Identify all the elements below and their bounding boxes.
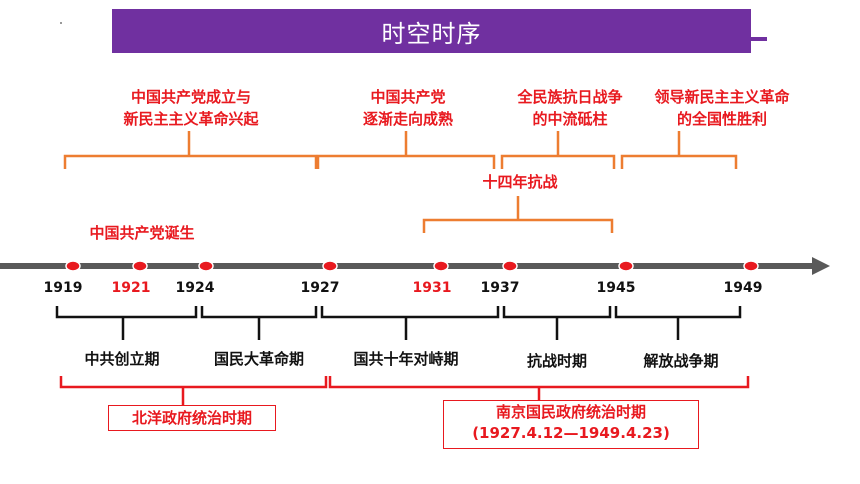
- year-1919: 1919: [43, 280, 83, 296]
- stage-brace-3: [500, 131, 616, 169]
- corner-dot: [60, 22, 62, 24]
- stage-braces: [63, 131, 738, 233]
- war-brace: [422, 196, 614, 233]
- time-axis: [0, 257, 830, 275]
- period-label-4: 抗战时期: [526, 352, 587, 370]
- stage-label-1: 中国共产党成立与 新民主主义革命兴起: [123, 88, 259, 128]
- year-1927: 1927: [300, 280, 340, 296]
- period-brace-2: [200, 306, 318, 340]
- stage-brace-1: [63, 131, 318, 169]
- dot-1927: [322, 260, 338, 272]
- stage-label-2: 中国共产党 逐渐走向成熟: [362, 88, 453, 128]
- government-braces: [59, 376, 750, 405]
- year-1931: 1931: [412, 280, 452, 296]
- government-box-nanjing: 南京国民政府统治时期 (1927.4.12—1949.4.23): [443, 400, 699, 449]
- period-braces: [55, 306, 742, 340]
- cpc-birth-label: 中国共产党诞生: [89, 224, 195, 242]
- stage-brace-2: [316, 131, 496, 169]
- government-brace-1: [59, 376, 328, 405]
- dot-1937: [502, 260, 518, 272]
- dot-1949: [743, 260, 759, 272]
- war-label: 十四年抗战: [482, 173, 558, 191]
- period-label-5: 解放战争期: [643, 352, 719, 370]
- year-1924: 1924: [175, 280, 215, 296]
- year-1945: 1945: [596, 280, 636, 296]
- year-1949: 1949: [723, 280, 763, 296]
- stage-brace-4: [620, 131, 738, 169]
- government-box-beiyang: 北洋政府统治时期: [108, 405, 276, 431]
- period-label-1: 中共创立期: [84, 350, 160, 368]
- stage-label-3: 全民族抗日战争 的中流砥柱: [517, 88, 623, 128]
- page-title: 时空时序: [381, 19, 482, 48]
- dot-1931: [433, 260, 449, 272]
- year-1937: 1937: [480, 280, 520, 296]
- dot-1921: [132, 260, 148, 272]
- government-brace-2: [328, 376, 750, 400]
- year-1921: 1921: [111, 280, 151, 296]
- period-brace-5: [614, 306, 742, 340]
- period-brace-3: [320, 306, 500, 340]
- period-label-3: 国共十年对峙期: [353, 350, 459, 368]
- period-brace-1: [55, 306, 198, 340]
- banner-accent: [751, 37, 767, 41]
- title-banner: 时空时序: [112, 9, 751, 53]
- dot-1945: [618, 260, 634, 272]
- dot-1919: [65, 260, 81, 272]
- year-dots: [65, 260, 759, 272]
- stage-label-4: 领导新民主主义革命 的全国性胜利: [654, 88, 790, 128]
- dot-1924: [198, 260, 214, 272]
- period-label-2: 国民大革命期: [213, 350, 304, 368]
- period-brace-4: [502, 306, 612, 340]
